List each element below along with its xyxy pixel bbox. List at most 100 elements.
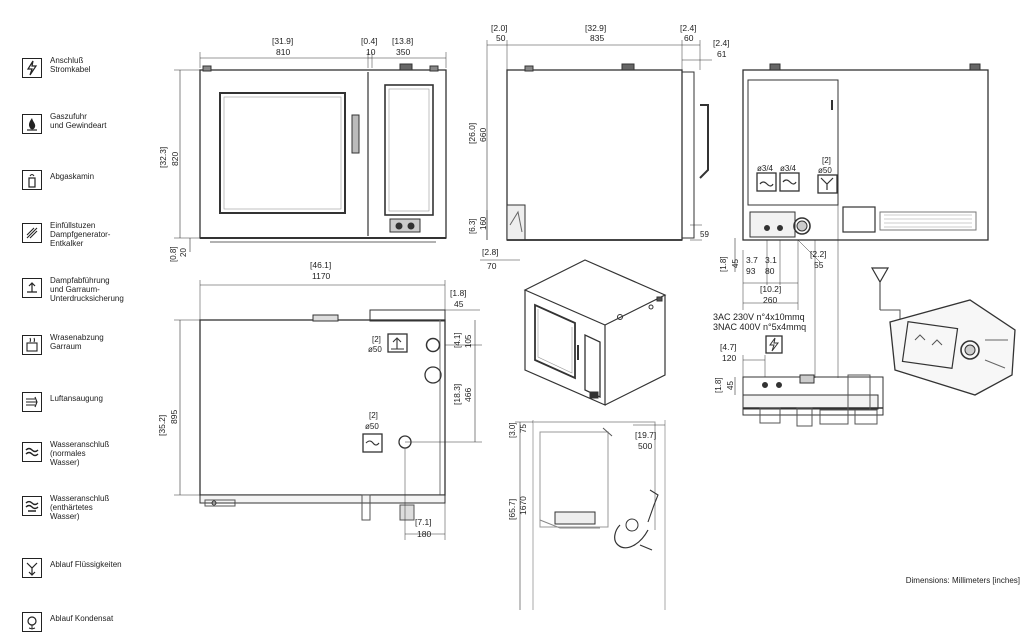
svg-text:59: 59 xyxy=(700,230,709,239)
legend-label: Ablauf Flüssigkeiten xyxy=(50,560,122,569)
legend-label: Wrasenabzung Garraum xyxy=(50,333,104,351)
svg-text:[13.8]: [13.8] xyxy=(392,36,413,46)
legend-item-power: Anschluß Stromkabel xyxy=(22,56,162,86)
rear-detail-view xyxy=(742,335,884,427)
gas-flame-icon xyxy=(22,114,42,134)
legend-label: Luftansaugung xyxy=(50,394,103,403)
water-icon xyxy=(22,442,42,462)
legend-item-water: Wasseranschluß (normales Wasser) xyxy=(22,440,162,470)
vapour-icon xyxy=(22,335,42,355)
svg-text:[10.2]: [10.2] xyxy=(760,284,781,294)
legend-panel: Anschluß Stromkabel Gaszufuhr und Gewind… xyxy=(0,0,160,643)
svg-text:820: 820 xyxy=(170,152,180,166)
svg-text:180: 180 xyxy=(417,529,431,539)
svg-text:105: 105 xyxy=(464,334,473,348)
filler-icon xyxy=(22,223,42,243)
svg-text:75: 75 xyxy=(519,424,528,433)
svg-text:ø3/4: ø3/4 xyxy=(780,164,797,173)
svg-text:[2.4]: [2.4] xyxy=(713,38,730,48)
svg-text:[26.0]: [26.0] xyxy=(467,123,477,144)
svg-text:466: 466 xyxy=(463,388,473,402)
svg-text:3.1: 3.1 xyxy=(765,255,777,265)
svg-text:[35.2]: [35.2] xyxy=(157,415,167,436)
svg-text:20: 20 xyxy=(179,248,188,257)
svg-text:[32.3]: [32.3] xyxy=(158,147,168,168)
legend-item-condensate: Ablauf Kondensat xyxy=(22,610,162,640)
isometric-view xyxy=(523,259,667,406)
svg-text:[2]: [2] xyxy=(372,335,381,344)
svg-text:61: 61 xyxy=(717,49,727,59)
svg-text:[2.4]: [2.4] xyxy=(680,23,697,33)
legend-item-filler: Einfüllstuzen Dampfgenerator- Entkalker xyxy=(22,221,162,251)
svg-text:3AC 230V n°4x10mmq: 3AC 230V n°4x10mmq xyxy=(713,312,805,322)
svg-text:1670: 1670 xyxy=(518,496,528,515)
legend-item-vapour: Wrasenabzung Garraum xyxy=(22,333,162,363)
steam-outlet-icon xyxy=(22,278,42,298)
svg-text:[1.8]: [1.8] xyxy=(719,256,728,272)
svg-text:ø50: ø50 xyxy=(368,345,382,354)
legend-label: Anschluß Stromkabel xyxy=(50,56,91,74)
svg-text:45: 45 xyxy=(454,299,464,309)
legend-label: Dampfabführung und Garraum- Unterdrucksi… xyxy=(50,276,124,303)
clearance-view xyxy=(532,420,666,610)
front-view xyxy=(199,63,447,243)
legend-label: Ablauf Kondensat xyxy=(50,614,114,623)
svg-text:350: 350 xyxy=(396,47,410,57)
legend-label: Gaszufuhr und Gewindeart xyxy=(50,112,107,130)
svg-text:895: 895 xyxy=(169,410,179,424)
drain-icon xyxy=(22,558,42,578)
legend-item-softened-water: Wasseranschluß (enthärtetes Wasser) xyxy=(22,494,162,524)
zoom-detail-view xyxy=(870,267,1016,396)
softened-water-icon xyxy=(22,496,42,516)
svg-text:[2.0]: [2.0] xyxy=(491,23,508,33)
legend-label: Wasseranschluß (normales Wasser) xyxy=(50,440,110,467)
svg-text:ø50: ø50 xyxy=(818,166,832,175)
svg-text:[31.9]: [31.9] xyxy=(272,36,293,46)
air-intake-icon xyxy=(22,392,42,412)
rear-view xyxy=(742,63,989,241)
svg-text:500: 500 xyxy=(638,441,652,451)
svg-text:120: 120 xyxy=(722,353,736,363)
svg-text:[1.8]: [1.8] xyxy=(450,288,467,298)
svg-text:93: 93 xyxy=(746,266,756,276)
svg-text:[0.4]: [0.4] xyxy=(361,36,378,46)
svg-text:ø50: ø50 xyxy=(365,422,379,431)
svg-text:[18.3]: [18.3] xyxy=(452,384,462,405)
svg-text:260: 260 xyxy=(763,295,777,305)
svg-text:[2]: [2] xyxy=(369,411,378,420)
svg-text:[7.1]: [7.1] xyxy=(415,517,432,527)
svg-text:[1.8]: [1.8] xyxy=(714,377,723,393)
lightning-icon xyxy=(22,58,42,78)
svg-text:3NAC 400V n°5x4mmq: 3NAC 400V n°5x4mmq xyxy=(713,322,806,332)
svg-text:[32.9]: [32.9] xyxy=(585,23,606,33)
svg-text:[6.3]: [6.3] xyxy=(468,218,477,234)
svg-text:[3.0]: [3.0] xyxy=(508,422,517,438)
legend-label: Abgaskamin xyxy=(50,172,95,181)
svg-text:3.7: 3.7 xyxy=(746,255,758,265)
svg-text:810: 810 xyxy=(276,47,290,57)
svg-text:45: 45 xyxy=(731,259,740,268)
svg-text:1170: 1170 xyxy=(312,271,331,281)
svg-text:50: 50 xyxy=(496,33,506,43)
svg-text:[4.7]: [4.7] xyxy=(720,342,737,352)
legend-label: Wasseranschluß (enthärtetes Wasser) xyxy=(50,494,110,521)
legend-item-steam: Dampfabführung und Garraum- Unterdrucksi… xyxy=(22,276,162,306)
side-view xyxy=(506,63,709,241)
svg-text:[65.7]: [65.7] xyxy=(507,499,517,520)
svg-text:[0.8]: [0.8] xyxy=(169,246,178,262)
svg-text:45: 45 xyxy=(726,381,735,390)
svg-text:[19.7]: [19.7] xyxy=(635,430,656,440)
legend-item-drain: Ablauf Flüssigkeiten xyxy=(22,556,162,586)
svg-text:[2.2]: [2.2] xyxy=(810,249,827,259)
svg-text:60: 60 xyxy=(684,33,694,43)
svg-text:10: 10 xyxy=(366,47,376,57)
svg-text:80: 80 xyxy=(765,266,775,276)
svg-text:[2.8]: [2.8] xyxy=(482,247,499,257)
chimney-icon xyxy=(22,170,42,190)
legend-item-gas: Gaszufuhr und Gewindeart xyxy=(22,112,162,142)
dimension-labels: [31.9] 810 [0.4] 10 [13.8] 350 [32.3] 82… xyxy=(157,23,832,539)
svg-text:660: 660 xyxy=(478,128,488,142)
svg-text:835: 835 xyxy=(590,33,604,43)
legend-item-chimney: Abgaskamin xyxy=(22,168,162,198)
